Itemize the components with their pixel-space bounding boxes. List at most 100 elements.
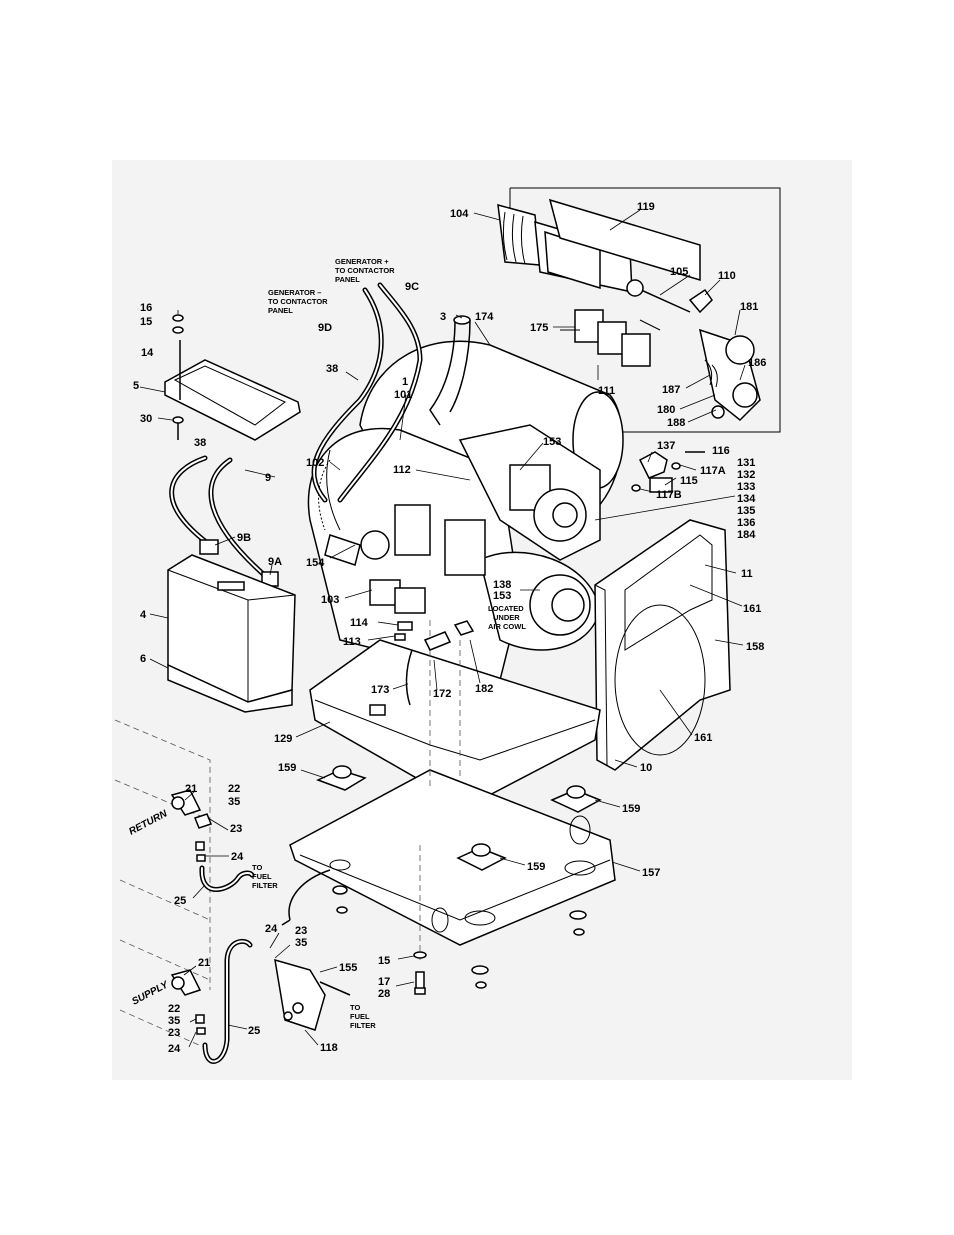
callout-111: 111 <box>598 385 615 397</box>
callout-155: 155 <box>339 962 357 974</box>
callout-161-upper: 161 <box>743 603 761 615</box>
callout-133: 133 <box>737 481 755 493</box>
callout-35-middle: 35 <box>295 937 307 949</box>
vibration-mounts <box>316 765 602 871</box>
callout-132: 132 <box>737 469 755 481</box>
callout-110: 110 <box>718 270 736 282</box>
callout-117a: 117A <box>700 465 726 477</box>
note-generator-plus-line2: TO CONTACTOR <box>335 266 395 275</box>
note-generator-plus-line1: GENERATOR + <box>335 257 389 266</box>
callout-157: 157 <box>642 867 660 879</box>
callout-9c: 9C <box>405 281 419 293</box>
callout-38-lower: 38 <box>194 437 206 449</box>
return-label: RETURN <box>127 808 170 838</box>
note-to-fuel-filter-b-line3: FILTER <box>350 1021 376 1030</box>
callout-23-return: 23 <box>230 823 242 835</box>
note-located-line3: AIR COWL <box>488 622 526 631</box>
small-fittings <box>394 451 705 706</box>
callout-24-supply: 24 <box>168 1043 181 1055</box>
callout-174: 174 <box>475 311 494 323</box>
callout-181: 181 <box>740 301 758 313</box>
callout-188: 188 <box>667 417 685 429</box>
callout-16: 16 <box>140 302 152 314</box>
governor-linkage <box>688 288 761 422</box>
callout-35-supply: 35 <box>168 1015 180 1027</box>
leader-lines <box>139 209 746 1048</box>
air-cowl-cover <box>594 519 731 771</box>
callout-9d: 9D <box>318 322 332 334</box>
callout-112: 112 <box>393 464 411 476</box>
callout-21-supply: 21 <box>198 957 210 969</box>
callout-15-bottom: 15 <box>378 955 390 967</box>
supply-label: SUPPLY <box>130 979 171 1008</box>
note-located-line2: UNDER <box>493 613 520 622</box>
blower-housing <box>458 424 601 651</box>
callout-187: 187 <box>662 384 680 396</box>
callout-138: 138 <box>493 579 511 591</box>
callout-137: 137 <box>657 440 675 452</box>
battery <box>167 554 296 713</box>
note-to-fuel-filter-a-line1: TO <box>252 863 262 872</box>
callout-113: 113 <box>343 636 361 648</box>
callout-30: 30 <box>140 413 152 425</box>
callout-134: 134 <box>737 493 756 505</box>
callout-21-return: 21 <box>185 783 197 795</box>
callout-158: 158 <box>746 641 764 653</box>
callout-114: 114 <box>350 617 369 629</box>
callout-38-upper: 38 <box>326 363 338 375</box>
callout-173: 173 <box>371 684 389 696</box>
callout-102: 102 <box>306 457 324 469</box>
relays <box>560 309 661 367</box>
callout-153-upper: 153 <box>543 436 561 448</box>
callout-4: 4 <box>140 609 147 621</box>
callout-159-right: 159 <box>622 803 640 815</box>
supply-fuel-line <box>119 869 351 1064</box>
callout-1: 1 <box>402 376 408 388</box>
note-to-fuel-filter-a-line2: FUEL <box>252 872 272 881</box>
callout-172: 172 <box>433 688 451 700</box>
callout-labels: 104 119 105 110 181 175 111 186 187 180 … <box>133 201 766 1055</box>
callout-35-return: 35 <box>228 796 240 808</box>
callout-175: 175 <box>530 322 548 334</box>
note-to-fuel-filter-b-line2: FUEL <box>350 1012 370 1021</box>
callout-180: 180 <box>657 404 675 416</box>
callout-115: 115 <box>680 475 698 487</box>
callout-22-return: 22 <box>228 783 240 795</box>
callout-119: 119 <box>637 201 655 213</box>
callout-15-top: 15 <box>140 316 152 328</box>
note-generator-minus-line1: GENERATOR – <box>268 288 321 297</box>
fuel-solenoid <box>497 198 701 313</box>
callout-6: 6 <box>140 653 146 665</box>
callout-186: 186 <box>748 357 766 369</box>
note-to-fuel-filter-b-line1: TO <box>350 1003 360 1012</box>
callout-23-supply: 23 <box>168 1027 180 1039</box>
note-to-fuel-filter-a-line3: FILTER <box>252 881 278 890</box>
callout-116: 116 <box>712 445 730 457</box>
callout-25-return: 25 <box>174 895 186 907</box>
callout-9a: 9A <box>268 556 282 568</box>
callout-105: 105 <box>670 266 688 278</box>
mounting-hardware <box>332 620 587 995</box>
fuel-filter-assembly <box>324 504 486 614</box>
return-fuel-line <box>114 719 255 990</box>
callout-14: 14 <box>141 347 154 359</box>
note-generator-minus-line3: PANEL <box>268 306 293 315</box>
note-generator-minus-line2: TO CONTACTOR <box>268 297 328 306</box>
battery-tray <box>164 314 301 441</box>
callout-182: 182 <box>475 683 493 695</box>
callout-104: 104 <box>450 208 469 220</box>
callout-184: 184 <box>737 529 756 541</box>
callout-131: 131 <box>737 457 755 469</box>
callout-22-supply: 22 <box>168 1003 180 1015</box>
air-intake-tube <box>429 315 471 426</box>
callout-3: 3 <box>440 311 446 323</box>
callout-159-center: 159 <box>527 861 545 873</box>
callout-153-lower: 153 <box>493 590 511 602</box>
callout-5: 5 <box>133 380 139 392</box>
callout-23-middle: 23 <box>295 925 307 937</box>
callout-10: 10 <box>640 762 652 774</box>
callout-103: 103 <box>321 594 339 606</box>
callout-25-supply: 25 <box>248 1025 260 1037</box>
